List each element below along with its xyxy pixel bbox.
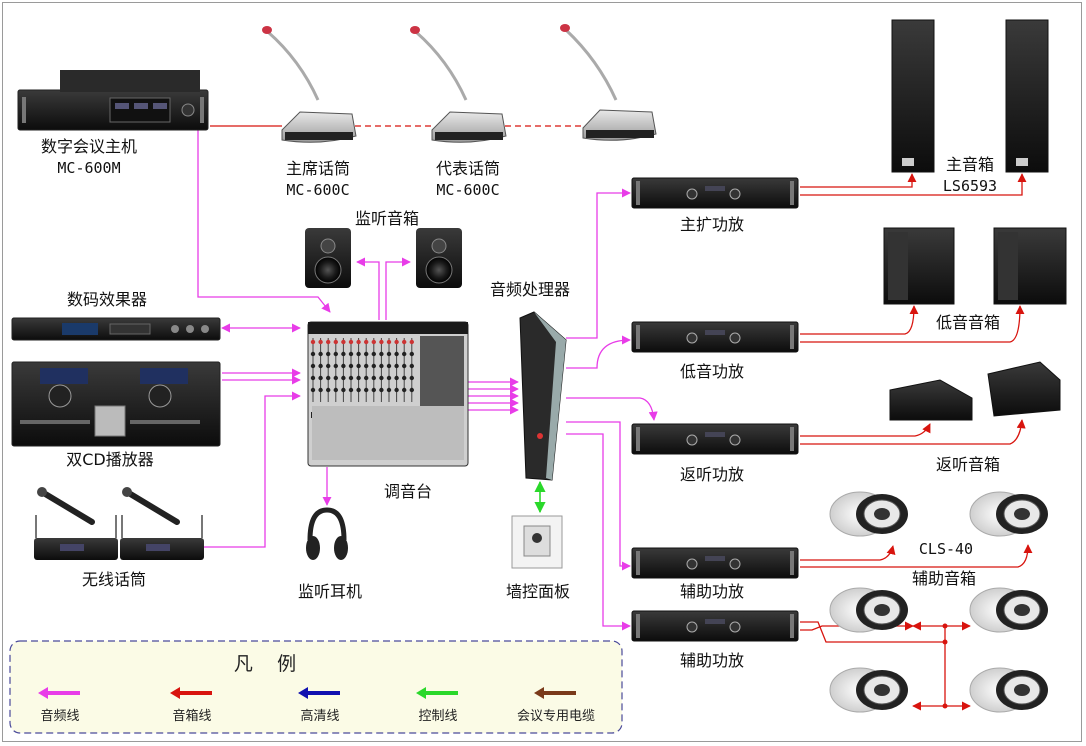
spk-return-r xyxy=(800,419,1026,445)
effects-label: 数码效果器 xyxy=(67,290,147,309)
audio-processor-to-main-amp xyxy=(566,188,631,339)
ceiling-speaker-2 xyxy=(969,491,1048,537)
mixer-device xyxy=(307,321,469,467)
audio-processor-to-aux-amp-1 xyxy=(566,421,631,571)
audio-host-to-mixer xyxy=(197,130,331,313)
audio-processor-to-sub-amp xyxy=(566,335,631,369)
return-speaker-right xyxy=(987,361,1061,417)
audio-mixer-to-monitor-l xyxy=(356,257,380,320)
audio-processor-device xyxy=(519,311,567,481)
legend-label: 音箱线 xyxy=(172,708,211,724)
amplifier-1 xyxy=(631,177,799,209)
main-speaker-right xyxy=(1005,19,1049,173)
wireless-mic-label: 无线话筒 xyxy=(82,570,146,589)
dual-cd-label: 双CD播放器 xyxy=(66,450,154,469)
main-amp-label: 主扩功放 xyxy=(680,215,744,234)
spk-return-l xyxy=(800,423,931,437)
ceiling-speaker-3 xyxy=(829,587,908,633)
dual-cd-player-device xyxy=(11,361,221,447)
spk-aux1-l xyxy=(800,545,896,561)
aux-ceiling-speakers xyxy=(829,491,1048,713)
chair-mic-device xyxy=(262,26,357,143)
ceiling-speaker-5 xyxy=(829,667,908,713)
monitor-speaker-right xyxy=(416,228,462,288)
aux-speaker-label: 辅助音箱 xyxy=(912,569,976,588)
amplifier-4 xyxy=(631,547,799,579)
main-speaker-model: LS6593 xyxy=(943,177,997,195)
ceiling-speaker-4 xyxy=(969,587,1048,633)
aux-amp-1-label: 辅助功放 xyxy=(680,582,744,601)
legend: 音频线 音箱线 高清线 控制线 会议专用电缆 xyxy=(9,640,623,734)
monitor-speakers-label: 监听音箱 xyxy=(355,209,419,228)
sub-speaker-right xyxy=(993,227,1067,305)
audio-processor-to-aux-amp-2 xyxy=(566,433,631,631)
main-speaker-label: 主音箱 xyxy=(946,155,994,174)
aux-speaker-model: CLS-40 xyxy=(919,540,973,558)
audio-mixer-to-processor xyxy=(467,377,519,415)
spk-main-l xyxy=(800,173,917,188)
conf-host-label: 数字会议主机 xyxy=(41,137,137,156)
legend-label: 会议专用电缆 xyxy=(517,708,595,724)
spk-sub-l xyxy=(800,305,919,335)
legend-title: 凡 例 xyxy=(234,653,296,675)
amplifiers xyxy=(631,177,799,642)
legend-label: 控制线 xyxy=(418,709,457,724)
legend-item: 会议专用电缆 xyxy=(517,687,595,724)
legend-item: 音频线 xyxy=(38,687,80,724)
amplifier-5 xyxy=(631,610,799,642)
mixer-label: 调音台 xyxy=(384,482,432,501)
wall-panel-device xyxy=(511,515,563,569)
headphones-device xyxy=(306,507,348,560)
monitor-speaker-left xyxy=(305,228,351,288)
legend-item: 音箱线 xyxy=(170,687,212,724)
audio-processor-to-return-amp xyxy=(566,397,658,421)
legend-label: 音频线 xyxy=(40,708,79,724)
sub-speaker-label: 低音音箱 xyxy=(936,313,1000,332)
legend-item: 高清线 xyxy=(298,687,340,724)
amplifier-3 xyxy=(631,423,799,455)
main-speaker-left xyxy=(891,19,935,173)
spk-aux2-a xyxy=(800,621,945,643)
delegate-mic-device-2 xyxy=(560,24,657,141)
spk-main-r xyxy=(800,173,1027,196)
aux-amp-2-label: 辅助功放 xyxy=(680,651,744,670)
ceiling-speaker-1 xyxy=(829,491,908,537)
legend-label: 高清线 xyxy=(300,708,339,724)
legend-item: 控制线 xyxy=(416,687,458,724)
conference-host-device xyxy=(17,70,209,131)
wireless-mic-device xyxy=(34,487,204,560)
effects-processor-device xyxy=(11,317,221,341)
delegate-mic-device-1 xyxy=(410,26,507,143)
audio-mixer-to-monitor-r xyxy=(385,257,411,320)
audio-wireless-to-mixer xyxy=(204,391,301,548)
spk-sub-r xyxy=(800,305,1025,343)
audio-processor-label: 音频处理器 xyxy=(490,280,570,299)
return-speaker-left xyxy=(889,379,973,421)
sub-speaker-left xyxy=(883,227,955,305)
ceiling-speaker-6 xyxy=(969,667,1048,713)
wall-panel-label: 墙控面板 xyxy=(506,582,570,601)
wires xyxy=(197,125,1033,711)
sub-amp-label: 低音功放 xyxy=(680,362,744,381)
conf-host-model: MC-600M xyxy=(57,159,120,177)
amplifier-2 xyxy=(631,321,799,353)
return-speaker-label: 返听音箱 xyxy=(936,455,1000,474)
return-amp-label: 返听功放 xyxy=(680,465,744,484)
delegate-mic-model: MC-600C xyxy=(436,181,499,199)
headphones-label: 监听耳机 xyxy=(298,582,362,601)
spk-aux1-r xyxy=(800,544,1033,568)
chair-mic-model: MC-600C xyxy=(286,181,349,199)
labels: 数字会议主机 MC-600M 主席话筒 MC-600C 代表话筒 MC-600C… xyxy=(41,137,1000,675)
chair-mic-label: 主席话筒 xyxy=(286,159,350,178)
delegate-mic-label: 代表话筒 xyxy=(436,159,500,178)
